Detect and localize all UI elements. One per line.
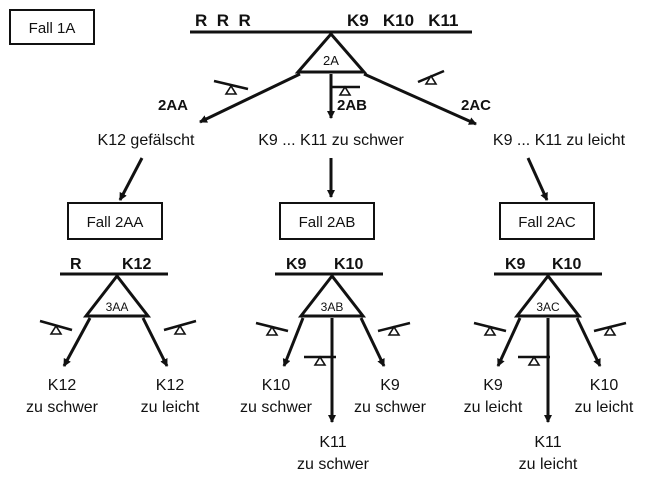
result-3ac-right-line2: zu leicht: [575, 399, 634, 416]
balance-label: 3AB: [321, 300, 344, 314]
balance-fulcrum: [82, 273, 152, 318]
result-3ac-left-line1: K9: [483, 377, 503, 394]
left-pan-items: K9: [505, 256, 526, 273]
arrow-to-2ac: [363, 72, 477, 126]
tilt-right-down-icon: [377, 321, 411, 336]
balance-scale-3ac: K9 K10 3AC: [494, 256, 602, 318]
balance-scale-2a: R R R K9 K10 K11 2A: [190, 11, 472, 74]
branch-code-2aa: 2AA: [158, 97, 188, 114]
tilt-balanced-icon: [518, 355, 550, 366]
balance-fulcrum: [297, 273, 367, 318]
right-pan-items: K9 K10 K11: [347, 11, 459, 30]
left-pan-items: R R R: [195, 11, 251, 30]
right-pan-items: K10: [334, 256, 363, 273]
result-3ab-bottom-line2: zu schwer: [297, 456, 370, 473]
balance-label: 2A: [323, 53, 339, 68]
balance-label: 3AC: [536, 300, 560, 314]
tilt-right-down-icon: [163, 319, 197, 335]
result-3ac-bottom-line1: K11: [534, 434, 561, 451]
arrow-3aa-left: [62, 317, 92, 367]
right-pan-items: K12: [122, 256, 151, 273]
result-3aa-right-line2: zu leicht: [141, 399, 200, 416]
branch-code-2ab: 2AB: [337, 97, 367, 114]
result-3ab-right-line2: zu schwer: [354, 399, 427, 416]
balance-label: 3AA: [106, 300, 129, 314]
tilt-left-down-icon: [213, 79, 249, 95]
result-3ab-bottom-line1: K11: [319, 434, 346, 451]
tilt-left-down-icon: [473, 321, 507, 336]
result-3aa-left-line2: zu schwer: [26, 399, 99, 416]
left-pan-items: R: [70, 256, 82, 273]
case-box-label: Fall 2AA: [87, 214, 144, 231]
tilt-right-down-icon: [417, 69, 445, 85]
balance-scale-3ab: K9 K10 3AB: [275, 256, 383, 318]
case-box-label: Fall 2AB: [299, 214, 356, 231]
arrow-3ac-left: [496, 317, 522, 367]
arrow-to-2aa: [199, 72, 301, 124]
tilt-balanced-icon: [330, 85, 360, 96]
result-3ab-left-line2: zu schwer: [240, 399, 313, 416]
arrow-3ac-right: [575, 317, 602, 367]
case-box-fall-2ac: [499, 202, 595, 240]
result-3ab-right-line1: K9: [380, 377, 400, 394]
result-3aa-right-line1: K12: [156, 377, 185, 394]
case-box-fall-1a: [9, 9, 95, 45]
case-box-fall-2ab: [279, 202, 375, 240]
outcome-2ac: K9 ... K11 zu leicht: [493, 132, 626, 149]
balance-fulcrum: [294, 31, 368, 74]
result-3ab-left-line1: K10: [262, 377, 291, 394]
result-3ac-bottom-line2: zu leicht: [519, 456, 578, 473]
right-pan-items: K10: [552, 256, 581, 273]
case-box-label: Fall 1A: [29, 20, 76, 37]
arrow-3aa-right: [141, 317, 169, 367]
arrow-to-fall-2ac: [526, 157, 549, 201]
outcome-2ab: K9 ... K11 zu schwer: [258, 132, 404, 149]
arrow-to-fall-2aa: [118, 157, 144, 201]
branch-code-2ac: 2AC: [461, 97, 491, 114]
balance-fulcrum: [513, 273, 583, 318]
arrow-3ab-right: [359, 317, 386, 367]
result-3ac-right-line1: K10: [590, 377, 619, 394]
arrow-3ab-left: [282, 317, 305, 367]
result-3ac-left-line2: zu leicht: [464, 399, 523, 416]
case-box-fall-2aa: [67, 202, 163, 240]
tilt-balanced-icon: [304, 355, 336, 366]
result-3aa-left-line1: K12: [48, 377, 77, 394]
tilt-left-down-icon: [39, 319, 73, 335]
left-pan-items: K9: [286, 256, 307, 273]
case-box-label: Fall 2AC: [518, 214, 576, 231]
tilt-left-down-icon: [255, 321, 289, 336]
outcome-2aa: K12 gefälscht: [98, 132, 196, 149]
balance-scale-3aa: R K12 3AA: [60, 256, 168, 318]
tilt-right-down-icon: [593, 321, 627, 336]
